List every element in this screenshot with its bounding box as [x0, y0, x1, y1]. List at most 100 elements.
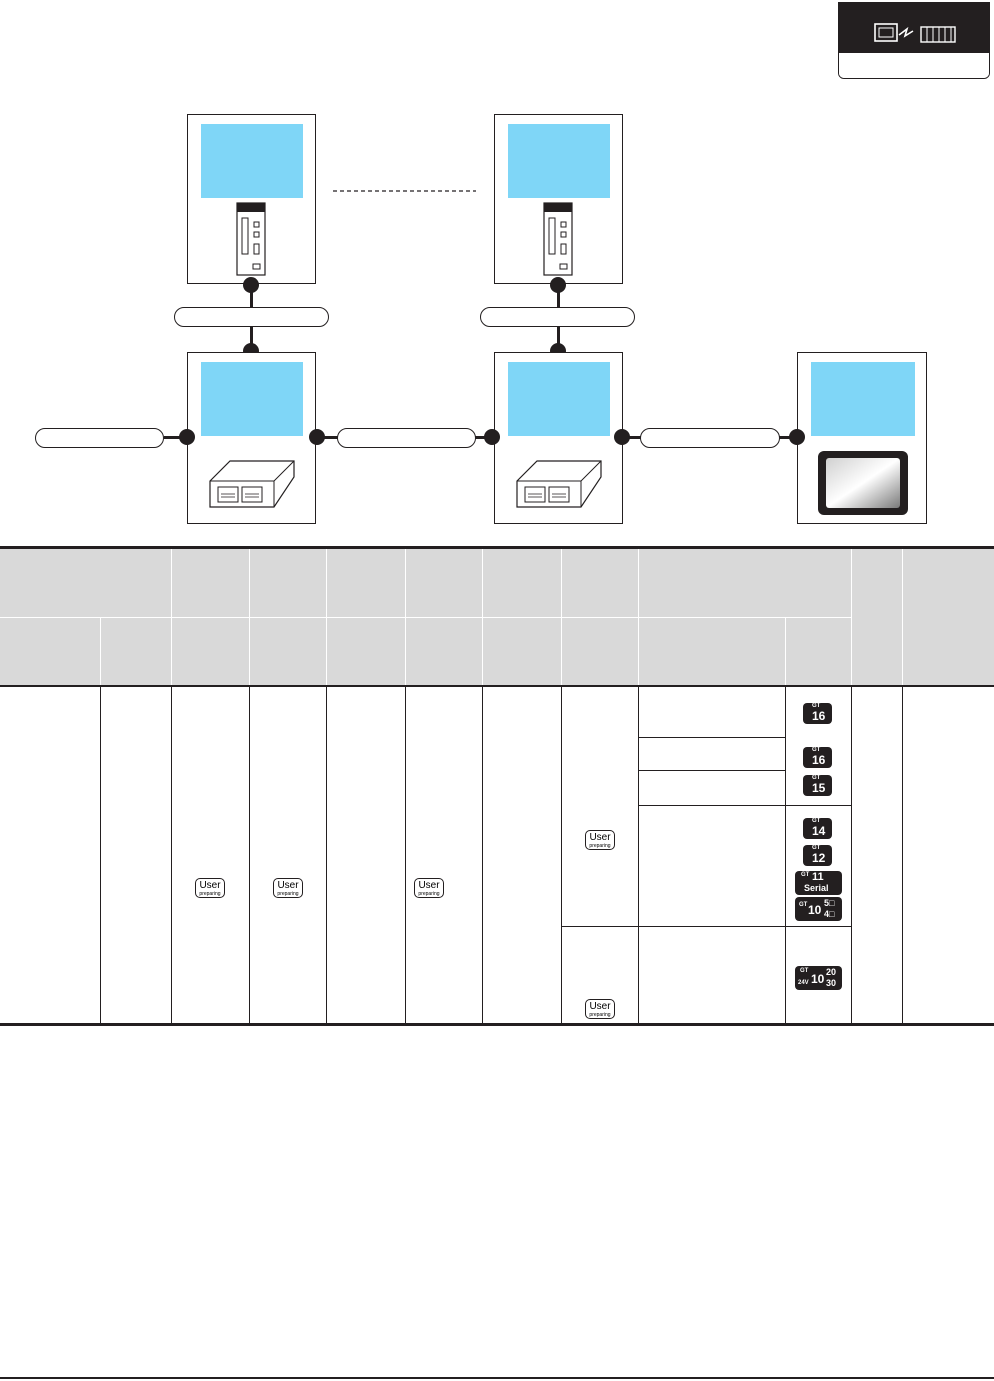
user-preparing-tag: User preparing — [273, 878, 303, 898]
body-col-divider — [326, 687, 327, 1023]
user-preparing-tag: User preparing — [195, 878, 225, 898]
tag-line2: preparing — [589, 843, 611, 849]
servo-screen-1 — [201, 124, 303, 198]
converter-screen-1 — [201, 362, 303, 436]
gt14-badge: GT 14 — [803, 818, 832, 839]
connector-dot — [550, 277, 566, 293]
gt-prefix: GT — [812, 818, 821, 824]
user-preparing-tag: User preparing — [585, 999, 615, 1019]
servo-amplifier-box-2 — [494, 114, 623, 284]
body-col-divider — [638, 687, 639, 1023]
connector-dot — [309, 429, 325, 445]
tag-line2: preparing — [199, 891, 221, 897]
body-row-divider — [638, 805, 851, 806]
cable-label-pill — [35, 428, 164, 448]
body-row-divider — [638, 770, 786, 771]
gt15-badge: GT 15 — [803, 775, 832, 796]
tag-line1: User — [199, 880, 221, 891]
gt-prefix: GT — [812, 703, 821, 709]
converter-screen-2 — [508, 362, 610, 436]
gt-number: 16 — [812, 753, 826, 767]
header-col-divider — [326, 549, 327, 685]
converter-box-1 — [187, 352, 316, 524]
connector-dot — [179, 429, 195, 445]
connector-dot — [243, 277, 259, 293]
connection-type-badge — [838, 2, 990, 79]
body-col-divider — [171, 687, 172, 1023]
gt-number: 14 — [812, 824, 826, 838]
gt-prefix: GT — [812, 775, 821, 781]
gt-sub: 4□ — [824, 909, 835, 919]
gt-sub: 30 — [826, 978, 837, 988]
gt-prefix: GT — [812, 747, 821, 753]
body-row-divider — [561, 926, 851, 927]
system-configuration-diagram — [0, 100, 994, 530]
table-top-rule — [0, 546, 994, 549]
gt-number: 11 — [812, 871, 824, 883]
cable-horizontal — [164, 436, 187, 439]
gt11-serial-badge: GT 11 Serial — [795, 871, 842, 895]
header-col-divider — [482, 549, 483, 685]
connector-dot — [614, 429, 630, 445]
header-col-divider — [902, 549, 903, 685]
header-col-divider — [100, 618, 101, 685]
body-col-divider — [100, 687, 101, 1023]
got-to-plc-icon — [874, 23, 956, 43]
page-footer-rule — [0, 1377, 994, 1379]
header-col-divider — [561, 549, 562, 685]
body-col-divider — [785, 687, 786, 1023]
tag-line2: preparing — [277, 891, 299, 897]
body-col-divider — [561, 687, 562, 1023]
got-screen — [811, 362, 915, 436]
converter-box-2 — [494, 352, 623, 524]
servo-amplifier-icon — [236, 202, 266, 276]
servo-screen-2 — [508, 124, 610, 198]
connector-dot — [789, 429, 805, 445]
got-box — [797, 352, 927, 524]
gt16-badge: GT 16 — [803, 747, 832, 768]
body-row-divider — [638, 737, 786, 738]
gt-sup: 20 — [826, 967, 837, 977]
header-row-divider — [0, 617, 851, 618]
tag-line1: User — [418, 880, 440, 891]
servo-amplifier-box-1 — [187, 114, 316, 284]
cable-label-pill — [480, 307, 635, 327]
gt-prefix: GT — [800, 968, 809, 974]
header-col-divider — [851, 549, 852, 685]
header-col-divider — [405, 549, 406, 685]
tag-line1: User — [589, 832, 611, 843]
table-bottom-rule — [0, 1023, 994, 1026]
body-col-divider — [405, 687, 406, 1023]
gt-prefix: GT — [799, 902, 808, 908]
body-col-divider — [851, 687, 852, 1023]
gt-prefix: GT — [812, 845, 821, 851]
gt-sup: 5□ — [824, 898, 835, 908]
table-header-rule — [0, 685, 994, 687]
gt12-badge: GT 12 — [803, 845, 832, 866]
body-col-divider — [902, 687, 903, 1023]
servo-amplifier-icon — [543, 202, 573, 276]
cable-label-pill — [174, 307, 329, 327]
header-col-divider — [638, 549, 639, 685]
gt-number: 12 — [812, 851, 826, 865]
got-display-icon — [818, 451, 908, 515]
header-col-divider — [249, 549, 250, 685]
converter-unit-icon — [209, 460, 295, 508]
gt-voltage: 24V — [798, 980, 809, 986]
gt-number: 10 — [808, 903, 822, 917]
connection-table: User preparing User preparing User prepa… — [0, 546, 994, 1026]
gt-number: 10 — [811, 972, 825, 986]
cable-label-pill — [640, 428, 780, 448]
user-preparing-tag: User preparing — [414, 878, 444, 898]
badge-label-area — [839, 53, 989, 78]
gt1020-badge: GT 24V 10 20 30 — [795, 966, 842, 990]
gt-prefix: GT — [801, 872, 810, 878]
user-preparing-tag: User preparing — [585, 830, 615, 850]
converter-unit-icon — [516, 460, 602, 508]
tag-line2: preparing — [418, 891, 440, 897]
header-col-divider — [171, 549, 172, 685]
tag-line1: User — [589, 1001, 611, 1012]
header-col-divider — [785, 618, 786, 685]
gt-sub: Serial — [804, 883, 829, 893]
cable-label-pill — [337, 428, 476, 448]
